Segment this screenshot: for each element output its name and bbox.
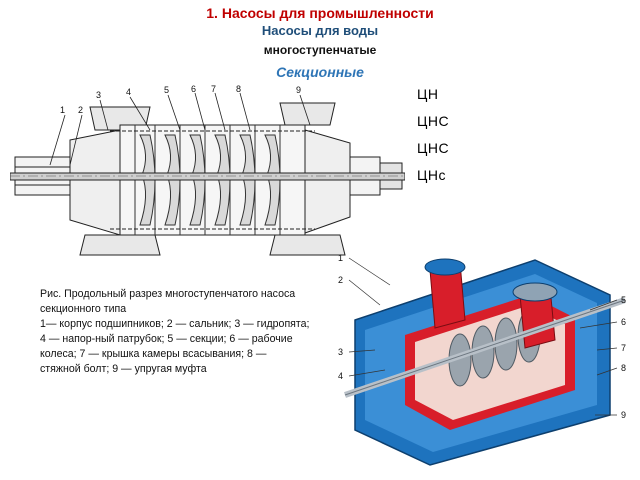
figure-caption: Рис. Продольный разрез многоступенчатого… [40, 287, 310, 377]
heading-water-pumps: Насосы для воды [261, 23, 379, 38]
pump-section-drawing: 1 2 3 4 5 6 7 8 9 [10, 85, 405, 256]
drawing-callout-7: 7 [211, 85, 216, 94]
cutaway-callout-3: 3 [338, 347, 343, 357]
caption-legend: 1— корпус подшипников; 2 — сальник; 3 — … [40, 318, 310, 375]
pump-code-4: ЦНс [417, 167, 446, 183]
cutaway-callout-2: 2 [338, 275, 343, 285]
cutaway-callout-5: 5 [621, 295, 626, 305]
heading-sectional: Секционные [276, 64, 364, 80]
drawing-callout-5: 5 [164, 85, 169, 95]
drawing-callout-8: 8 [236, 85, 241, 94]
drawing-callout-3: 3 [96, 90, 101, 100]
cutaway-callout-7: 7 [621, 343, 626, 353]
cutaway-callout-8: 8 [621, 363, 626, 373]
heading-pumps-industry: 1. Насосы для промышленности [206, 5, 434, 21]
cutaway-callout-1: 1 [338, 253, 343, 263]
heading-multistage: многоступенчатые [263, 43, 377, 57]
drawing-callout-6: 6 [191, 85, 196, 94]
pump-code-2: ЦНС [417, 113, 450, 129]
drawing-callout-4: 4 [126, 87, 131, 97]
cutaway-callout-6: 6 [621, 317, 626, 327]
drawing-callout-2: 2 [78, 105, 83, 115]
drawing-callout-1: 1 [60, 105, 65, 115]
caption-heading: Рис. Продольный разрез многоступенчатого… [40, 288, 296, 315]
drawing-callout-9: 9 [296, 85, 301, 95]
cutaway-callout-9: 9 [621, 410, 626, 420]
pump-code-3: ЦНС [417, 140, 450, 156]
pump-cutaway-illustration: 1 2 3 4 5 6 7 8 9 [338, 253, 626, 466]
pump-code-1: ЦН [417, 86, 439, 102]
cutaway-callout-4: 4 [338, 371, 343, 381]
